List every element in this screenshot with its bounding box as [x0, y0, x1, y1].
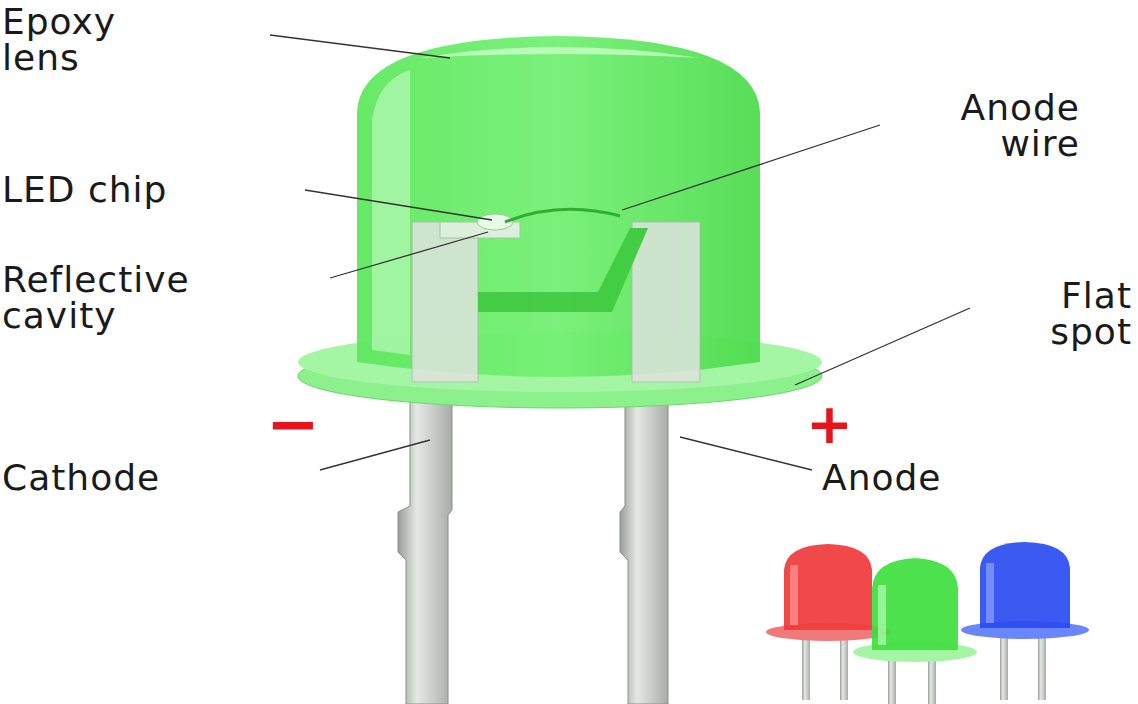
leader-lines	[270, 35, 970, 470]
dome-highlight	[420, 47, 700, 58]
polarity-sign: −	[266, 392, 321, 456]
part-label: Flat spot	[1050, 278, 1132, 350]
part-label: Epoxy lens	[2, 4, 116, 76]
anode-wire	[505, 209, 620, 222]
part-label: Reflective cavity	[2, 262, 190, 334]
part-label: LED chip	[2, 172, 167, 208]
highlight	[372, 70, 410, 355]
blue-led	[961, 542, 1089, 700]
polarity-sign: +	[806, 396, 854, 452]
green-led	[853, 558, 977, 704]
pin-label: Cathode	[2, 460, 160, 496]
pin-label: Anode	[822, 460, 941, 496]
anode-leg	[620, 395, 668, 704]
red-led	[766, 544, 890, 700]
lead-frame	[412, 222, 700, 382]
part-label: Anode wire	[961, 90, 1080, 162]
